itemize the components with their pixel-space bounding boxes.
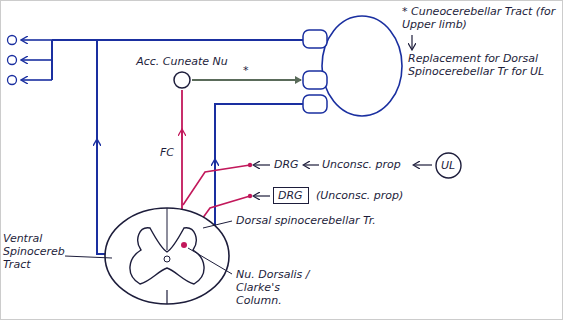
ganglion-label: DRG — [274, 158, 299, 171]
afferent-dot — [248, 163, 252, 167]
tract-label: FC — [160, 146, 174, 159]
leader-line — [188, 248, 232, 274]
direction-arrow — [181, 130, 183, 140]
leader-line — [65, 256, 112, 258]
cerebellar-peduncle — [303, 95, 327, 113]
output-line — [52, 39, 97, 41]
cerebellar-peduncle — [303, 30, 327, 48]
direction-arrow — [214, 160, 216, 170]
output-arrow — [22, 39, 52, 41]
output-arrow — [22, 79, 52, 81]
node-text: UL — [441, 159, 455, 172]
dorsal-septum — [167, 208, 168, 250]
output-circle — [8, 36, 17, 45]
tract-label: Ventral Spinocereb Tract — [3, 232, 63, 271]
output-circle — [8, 76, 17, 85]
ganglion-box: DRG — [273, 187, 309, 204]
flow-arrow — [254, 164, 270, 165]
clarke-column-dot — [181, 242, 187, 248]
ventral-fissure — [166, 290, 167, 304]
afferent-dot — [248, 194, 252, 198]
spinal-cord — [105, 208, 229, 304]
region-circle: UL — [435, 152, 462, 179]
tract-label: Dorsal spinocerebellar Tr. — [236, 214, 376, 227]
modality-label: (Unconsc. prop) — [316, 189, 403, 202]
central-canal — [164, 256, 170, 262]
cuneocerebellar-arrow — [192, 79, 301, 81]
output-circle — [8, 56, 17, 65]
note-text: Replacement for Dorsal Spinocerebellar T… — [408, 52, 558, 78]
flow-arrow — [304, 164, 319, 165]
cerebellar-peduncle — [303, 71, 327, 89]
fasciculus-line — [181, 90, 183, 214]
flow-arrow — [414, 164, 432, 165]
region-outline — [436, 153, 461, 178]
leader-line — [203, 221, 232, 228]
output-arrow — [22, 59, 52, 61]
nucleus-circle: Acc. Cuneate Nu — [173, 71, 191, 89]
direction-arrow — [96, 140, 98, 150]
nucleus-outline — [174, 72, 190, 88]
callout-mark: * — [243, 64, 249, 77]
note-arrow — [411, 35, 412, 49]
nucleus-label: Nu. Dorsalis / Clarke's Column. — [236, 268, 328, 307]
flow-arrow — [254, 195, 270, 196]
node-outline — [173, 71, 191, 89]
cerebellum — [322, 16, 402, 116]
node-text: Acc. Cuneate Nu — [136, 55, 228, 68]
node-text: DRG — [278, 189, 304, 202]
dorsal-tract-line — [200, 104, 303, 228]
modality-label: Unconsc. prop — [322, 158, 401, 171]
note-text: * Cuneocerebellar Tract (for Upper limb) — [402, 5, 558, 31]
